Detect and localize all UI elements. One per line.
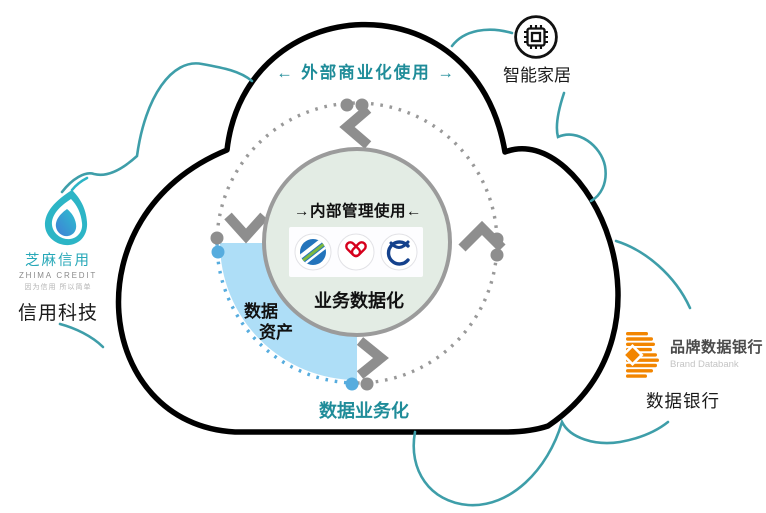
operator-logos-box <box>289 227 423 277</box>
teal-curve-right-squiggle <box>555 91 607 203</box>
data-asset-label: 数据 资产 <box>244 301 293 343</box>
databank-brand-name-en: Brand Databank <box>670 359 739 370</box>
chevron-left-icon <box>339 105 372 149</box>
teal-curve-bottom-left <box>58 322 105 349</box>
teal-curve-right-arc <box>614 239 692 310</box>
brand-databank-block: 品牌数据银行 Brand Databank 数据银行 <box>618 330 763 413</box>
zhima-brand-name: 芝麻信用 <box>25 253 91 269</box>
external-commercial-use-label: ← 外部商业化使用 → <box>276 64 456 82</box>
dot-bottom-blue <box>345 377 359 391</box>
data-bank-label: 数据银行 <box>646 391 720 411</box>
dot-right-2 <box>490 248 504 262</box>
teal-curve-to-chip <box>450 28 514 48</box>
zhima-tagline: 因为信用 所以简单 <box>24 284 92 291</box>
chevron-down-icon <box>224 212 268 244</box>
zhima-brand-name-en: ZHIMA CREDIT <box>18 271 98 280</box>
databank-brand-name: 品牌数据银行 <box>670 339 764 356</box>
business-datafication-label: 业务数据化 <box>314 291 404 311</box>
chip-icon <box>514 15 558 59</box>
dot-left-gray <box>210 231 224 245</box>
zhima-credit-block: 芝麻信用 ZHIMA CREDIT 因为信用 所以简单 信用科技 <box>6 176 110 325</box>
china-unicom-icon <box>337 233 375 271</box>
teal-curve-top-left <box>60 62 254 194</box>
dot-bottom-gray <box>360 377 374 391</box>
teal-curve-bottom-bubble <box>412 418 670 507</box>
dot-left-blue <box>211 245 225 259</box>
china-mobile-icon <box>294 233 332 271</box>
internal-management-use-label: →内部管理使用← <box>293 203 422 220</box>
data-asset-line1: 数据 <box>244 302 278 321</box>
dotted-ring-gray <box>215 101 499 385</box>
dot-top-1 <box>340 98 354 112</box>
striped-b-diamond-icon <box>621 332 659 378</box>
data-businessification-label: 数据业务化 <box>319 401 409 421</box>
chevron-right-icon <box>356 337 389 379</box>
smart-home-label: 智能家居 <box>503 66 571 85</box>
ring-dots <box>210 98 504 391</box>
credit-tech-label: 信用科技 <box>17 303 98 324</box>
china-telecom-icon <box>380 233 418 271</box>
chevron-up-icon <box>458 220 506 252</box>
data-asset-line2: 资产 <box>259 323 293 342</box>
water-drop-icon <box>44 176 89 246</box>
smart-home-block <box>513 14 559 65</box>
dotted-ring-blue <box>215 242 358 385</box>
